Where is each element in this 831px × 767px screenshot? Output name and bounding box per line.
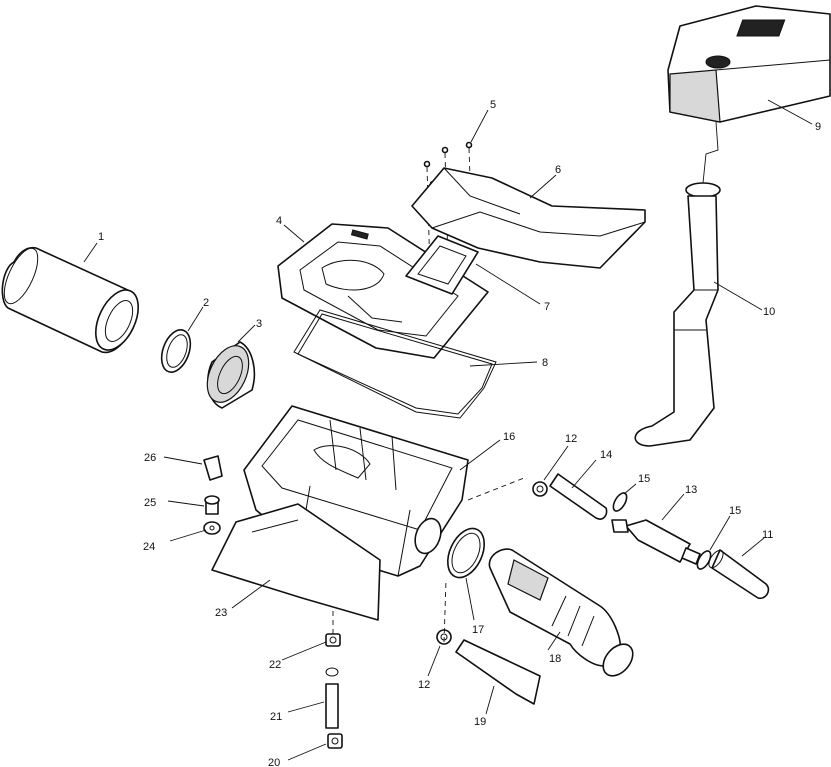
outlet-boot [488, 548, 634, 677]
callout-16: 16 [503, 431, 515, 443]
drain-hose [443, 579, 541, 705]
small-clamp-lower [696, 550, 712, 570]
callout-8: 8 [542, 357, 548, 369]
hose-clamp-upper [532, 481, 548, 497]
callout-22: 22 [269, 659, 281, 671]
intake-duct [411, 167, 646, 269]
duct-gasket [405, 235, 479, 295]
callout-15-upper: 15 [638, 473, 650, 485]
callout-6: 6 [555, 164, 561, 176]
air-box-seal [293, 309, 497, 419]
callout-5: 5 [490, 99, 496, 111]
callout-2: 2 [203, 297, 209, 309]
inline-filter [611, 519, 701, 565]
air-box-cover [277, 223, 489, 359]
callout-12-lower: 12 [418, 679, 430, 691]
callout-15-lower: 15 [729, 505, 741, 517]
callout-25: 25 [144, 497, 156, 509]
breather-hose [708, 549, 770, 600]
callout-17: 17 [472, 624, 484, 636]
callout-13: 13 [685, 484, 697, 496]
callout-labels: 1 2 3 4 5 6 7 8 9 10 11 12 12 13 14 15 1… [98, 99, 821, 767]
small-clamp-upper [612, 492, 628, 512]
callout-4: 4 [276, 215, 282, 227]
callout-24: 24 [143, 541, 155, 553]
vent-hose [549, 473, 608, 520]
air-box-guard [211, 503, 381, 621]
washer [203, 521, 221, 535]
intake-adapter [206, 341, 256, 409]
air-filter-element [1, 246, 139, 354]
mounting-bracket [203, 455, 223, 481]
leader-lines [83, 99, 813, 761]
air-intake-box [667, 5, 831, 123]
callout-11: 11 [762, 529, 773, 541]
callout-23: 23 [215, 607, 227, 619]
mounting-bolt [204, 495, 220, 515]
filter-clamp [160, 329, 192, 373]
callout-18: 18 [549, 653, 561, 665]
callout-14: 14 [600, 449, 612, 461]
callout-7: 7 [544, 301, 550, 313]
intake-tube [634, 121, 721, 447]
drain-fitting-lower [327, 733, 343, 749]
callout-26: 26 [144, 452, 156, 464]
callout-9: 9 [815, 121, 821, 133]
callout-12-upper: 12 [565, 433, 577, 445]
drain-tube [325, 667, 339, 729]
callout-1: 1 [98, 231, 104, 243]
callout-19: 19 [474, 716, 486, 728]
callout-21: 21 [270, 711, 282, 723]
outlet-o-ring [447, 527, 485, 579]
callout-3: 3 [256, 318, 262, 330]
callout-10: 10 [763, 306, 775, 318]
callout-20: 20 [268, 757, 280, 767]
